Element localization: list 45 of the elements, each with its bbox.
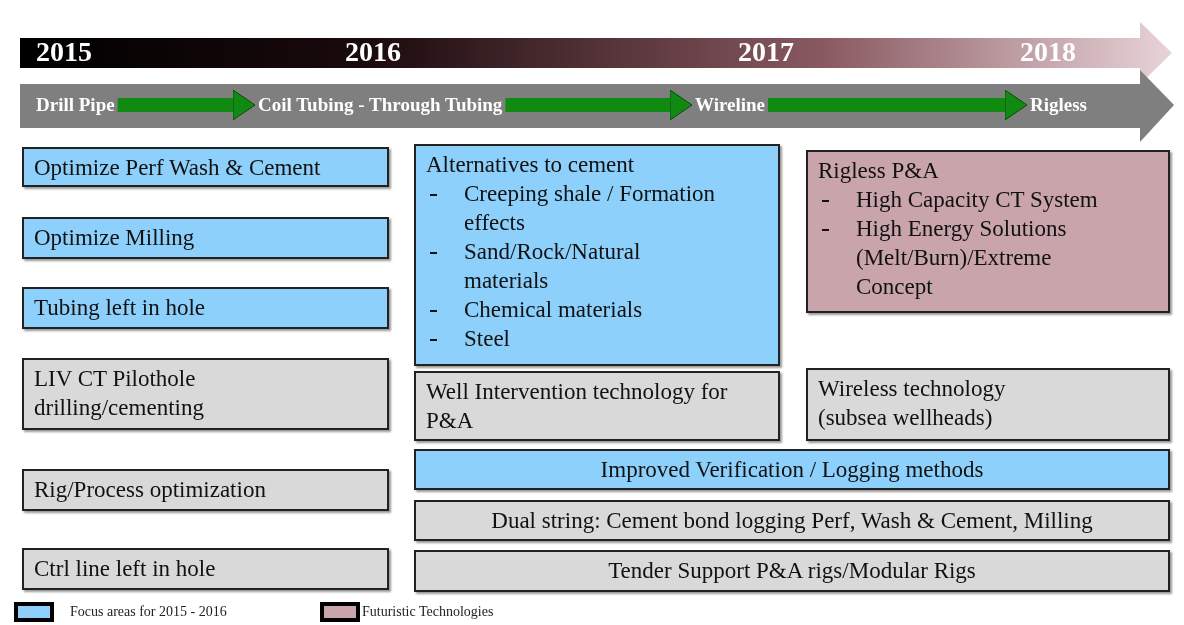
category-box <box>22 287 389 329</box>
year-label: 2018 <box>1020 36 1076 68</box>
stage-label: Rigless <box>1030 84 1087 126</box>
list-item: High Capacity CT System <box>856 186 1099 214</box>
category-box <box>414 500 1170 541</box>
box-heading: Dual string: Cement bond logging Perf, Wash & Cement, Milling <box>490 507 1094 535</box>
list-item: Chemical materials <box>464 296 644 324</box>
stage-label: Drill Pipe <box>36 84 115 126</box>
list-item: Sand/Rock/Natural materials <box>464 238 642 295</box>
box-heading: LIV CT Pilothole drilling/cementing <box>34 365 205 422</box>
arrow <box>768 89 1028 121</box>
box-heading: Rigless P&A <box>818 157 940 185</box>
box-heading: Tubing left in hole <box>34 294 207 322</box>
box-heading: Improved Verification / Logging methods <box>599 456 985 484</box>
year-label: 2016 <box>345 36 401 68</box>
category-box <box>22 358 389 430</box>
box-heading: Optimize Perf Wash & Cement <box>34 154 322 182</box>
box-heading: Tender Support P&A rigs/Modular Rigs <box>607 557 977 585</box>
box-heading: Wireless technology (subsea wellheads) <box>818 375 1007 432</box>
box-heading: Well Intervention technology for P&A <box>426 378 729 435</box>
category-box <box>414 371 780 441</box>
category-box <box>414 550 1170 592</box>
category-box <box>806 368 1170 441</box>
year-label: 2015 <box>36 36 92 68</box>
stage-label: Wireline <box>695 84 766 126</box>
category-box <box>22 469 389 511</box>
stage-label: Coil Tubing - Through Tubing <box>258 84 503 126</box>
category-box <box>806 150 1170 313</box>
category-box <box>414 144 780 366</box>
box-heading: Optimize Milling <box>34 224 196 252</box>
list-item: High Energy Solutions (Melt/Burn)/Extreme Concept <box>856 215 1068 301</box>
category-box <box>22 548 389 590</box>
legend-label: Focus areas for 2015 - 2016 <box>70 603 227 621</box>
list-item: Creeping shale / Formation effects <box>464 180 717 237</box>
legend-label: Futuristic Technologies <box>362 603 494 621</box>
box-heading: Alternatives to cement <box>426 151 636 179</box>
list-item: Steel <box>464 325 511 353</box>
category-box <box>22 217 389 259</box>
arrow <box>117 89 256 121</box>
arrow <box>505 89 693 121</box>
year-label: 2017 <box>738 36 794 68</box>
category-box <box>414 449 1170 490</box>
box-heading: Ctrl line left in hole <box>34 555 217 583</box>
category-box <box>22 147 389 187</box>
box-heading: Rig/Process optimization <box>34 476 267 504</box>
